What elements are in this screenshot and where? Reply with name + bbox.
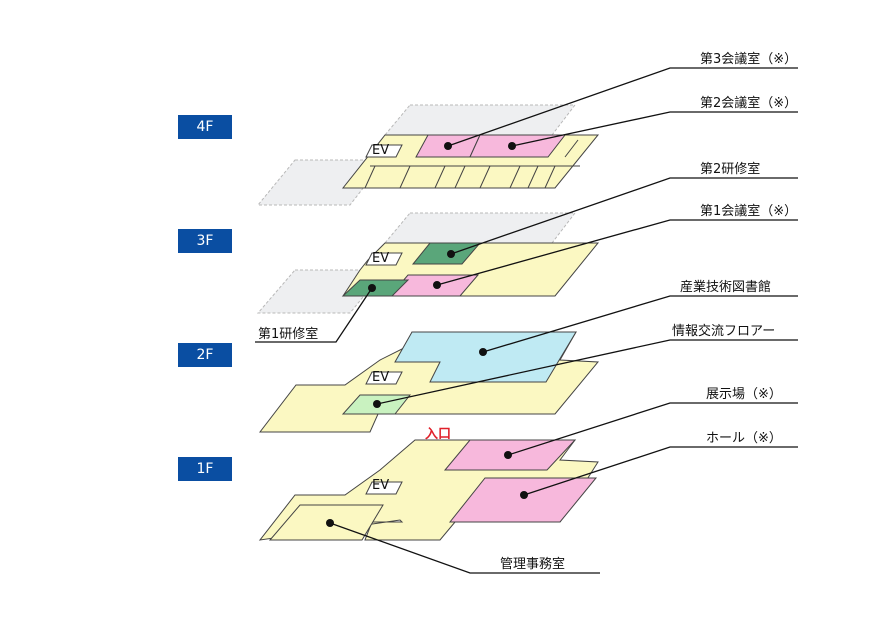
- hall-area: [448, 477, 598, 523]
- floor-badge-1f: 1F: [178, 457, 232, 481]
- floor-4f-ghost-right: [383, 104, 577, 136]
- floor-4f-ghost-left: [256, 159, 387, 206]
- floor-3f-ghost-right: [383, 212, 577, 244]
- floor-badge-4f: 4F: [178, 115, 232, 139]
- floor-2f: [258, 331, 600, 433]
- label-training1: 第1研修室: [258, 327, 319, 342]
- ev-1f-label: EV: [372, 478, 390, 493]
- floor-badge-2f: 2F: [178, 343, 232, 367]
- floor-4f-room-dividers: [364, 139, 579, 189]
- ev-3f-label: EV: [372, 251, 390, 266]
- ev-2f-marker: [365, 371, 403, 385]
- label-exhibition: 展示場（※）: [706, 387, 782, 402]
- entrance-label: 入口: [425, 427, 452, 442]
- floor-3f: [256, 212, 600, 314]
- label-library: 産業技術図書館: [680, 280, 772, 295]
- library-area: [394, 331, 577, 383]
- label-conf1: 第1会議室（※）: [700, 204, 798, 219]
- ev-4f-marker: [365, 144, 403, 158]
- leader-dots: [326, 142, 528, 527]
- ev-4f-label: EV: [372, 143, 390, 158]
- ev-3f-marker: [365, 252, 403, 266]
- leader-lines: [255, 67, 798, 574]
- label-info-floor: 情報交流フロアー: [672, 324, 776, 339]
- label-hall: ホール（※）: [706, 431, 782, 446]
- floor-4f: [256, 104, 600, 206]
- label-conf3: 第3会議室（※）: [700, 52, 798, 67]
- label-admin: 管理事務室: [500, 557, 566, 572]
- ev-1f-marker: [365, 481, 403, 495]
- floor-badge-3f: 3F: [178, 229, 232, 253]
- floor-1f: [258, 439, 599, 541]
- ev-2f-label: EV: [372, 370, 390, 385]
- label-conf2: 第2会議室（※）: [700, 96, 798, 111]
- room-training2-area: [411, 242, 482, 265]
- label-training2: 第2研修室: [700, 162, 761, 177]
- room-conf2-area: [469, 134, 567, 158]
